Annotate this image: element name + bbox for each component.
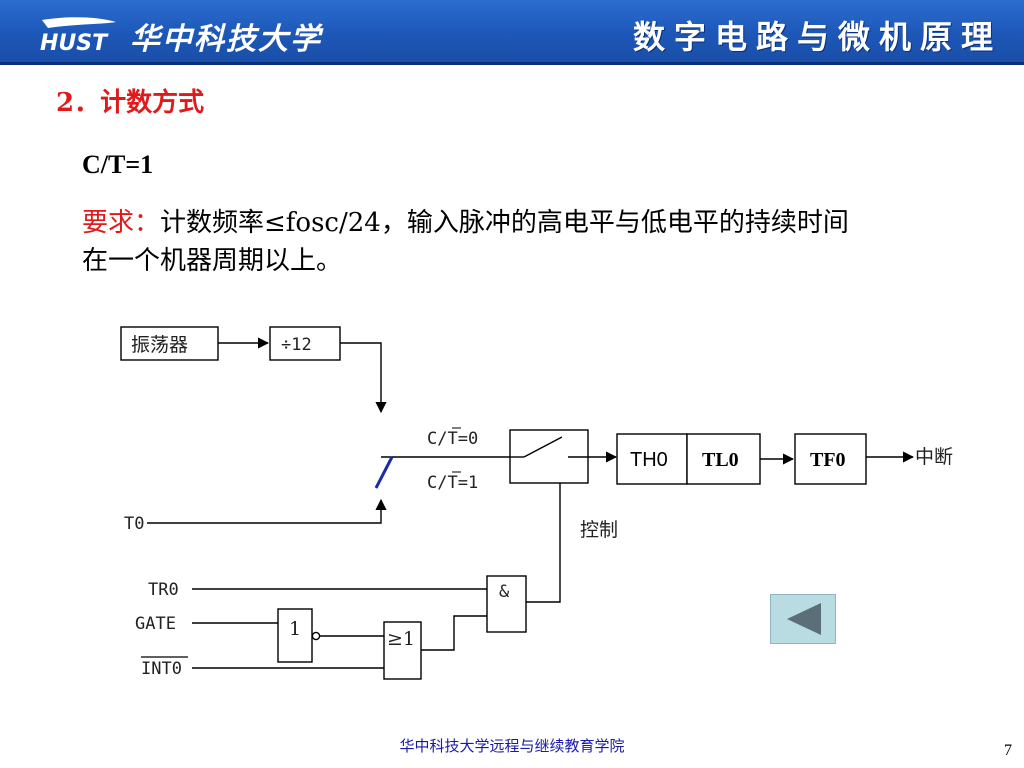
- requirement-key: 要求：: [82, 208, 161, 238]
- tr0-label: TR0: [148, 580, 179, 600]
- course-title: 数字电路与微机原理: [632, 18, 1002, 56]
- page-number: 7: [1004, 742, 1012, 759]
- divider-label: ÷12: [281, 335, 312, 355]
- gate-label: GATE: [135, 614, 176, 634]
- svg-text:HUST: HUST: [40, 31, 109, 56]
- th0-register: [616, 433, 688, 485]
- requirement-text: 计数频率≤fosc/24，输入脉冲的高电平与低电平的持续时间在一个机器周期以上。: [82, 208, 849, 276]
- tl0-label: TL0: [702, 449, 739, 471]
- header-divider: [0, 62, 1024, 65]
- switch-selector: [374, 456, 394, 489]
- not-gate-symbol: 1: [289, 618, 301, 640]
- t0-label: T0: [124, 514, 144, 534]
- header-bar: HUST 华中科技大学 数字电路与微机原理: [0, 0, 1024, 62]
- and-gate-symbol: &: [499, 582, 510, 602]
- oscillator-box: [120, 326, 219, 361]
- footer-institution: 华中科技大学远程与继续教育学院: [399, 737, 625, 755]
- th0-label: TH0: [630, 449, 668, 471]
- section-title: 2．计数方式: [56, 88, 205, 118]
- int0-label: INT0: [141, 659, 182, 679]
- ct1-label: C/T=1: [427, 473, 478, 493]
- back-arrow-icon: [787, 603, 821, 635]
- mode-label: C/T=1: [82, 150, 154, 179]
- not-bubble: [311, 631, 321, 641]
- control-label: 控制: [580, 519, 618, 541]
- or-gate-symbol: ≥1: [387, 628, 415, 650]
- university-logo-text: 华中科技大学: [130, 22, 322, 57]
- and-gate: [486, 575, 527, 633]
- oscillator-label: 振荡器: [131, 334, 188, 356]
- back-button[interactable]: [770, 594, 836, 644]
- tl0-register: [686, 433, 761, 485]
- tf0-label: TF0: [810, 449, 846, 471]
- interrupt-label: 中断: [915, 446, 953, 468]
- ct0-label: C/T=0: [427, 429, 478, 449]
- hust-logo-icon: HUST: [40, 17, 116, 56]
- requirement-paragraph: 要求：计数频率≤fosc/24，输入脉冲的高电平与低电平的持续时间在一个机器周期…: [82, 204, 862, 280]
- tf0-flag: [794, 433, 867, 485]
